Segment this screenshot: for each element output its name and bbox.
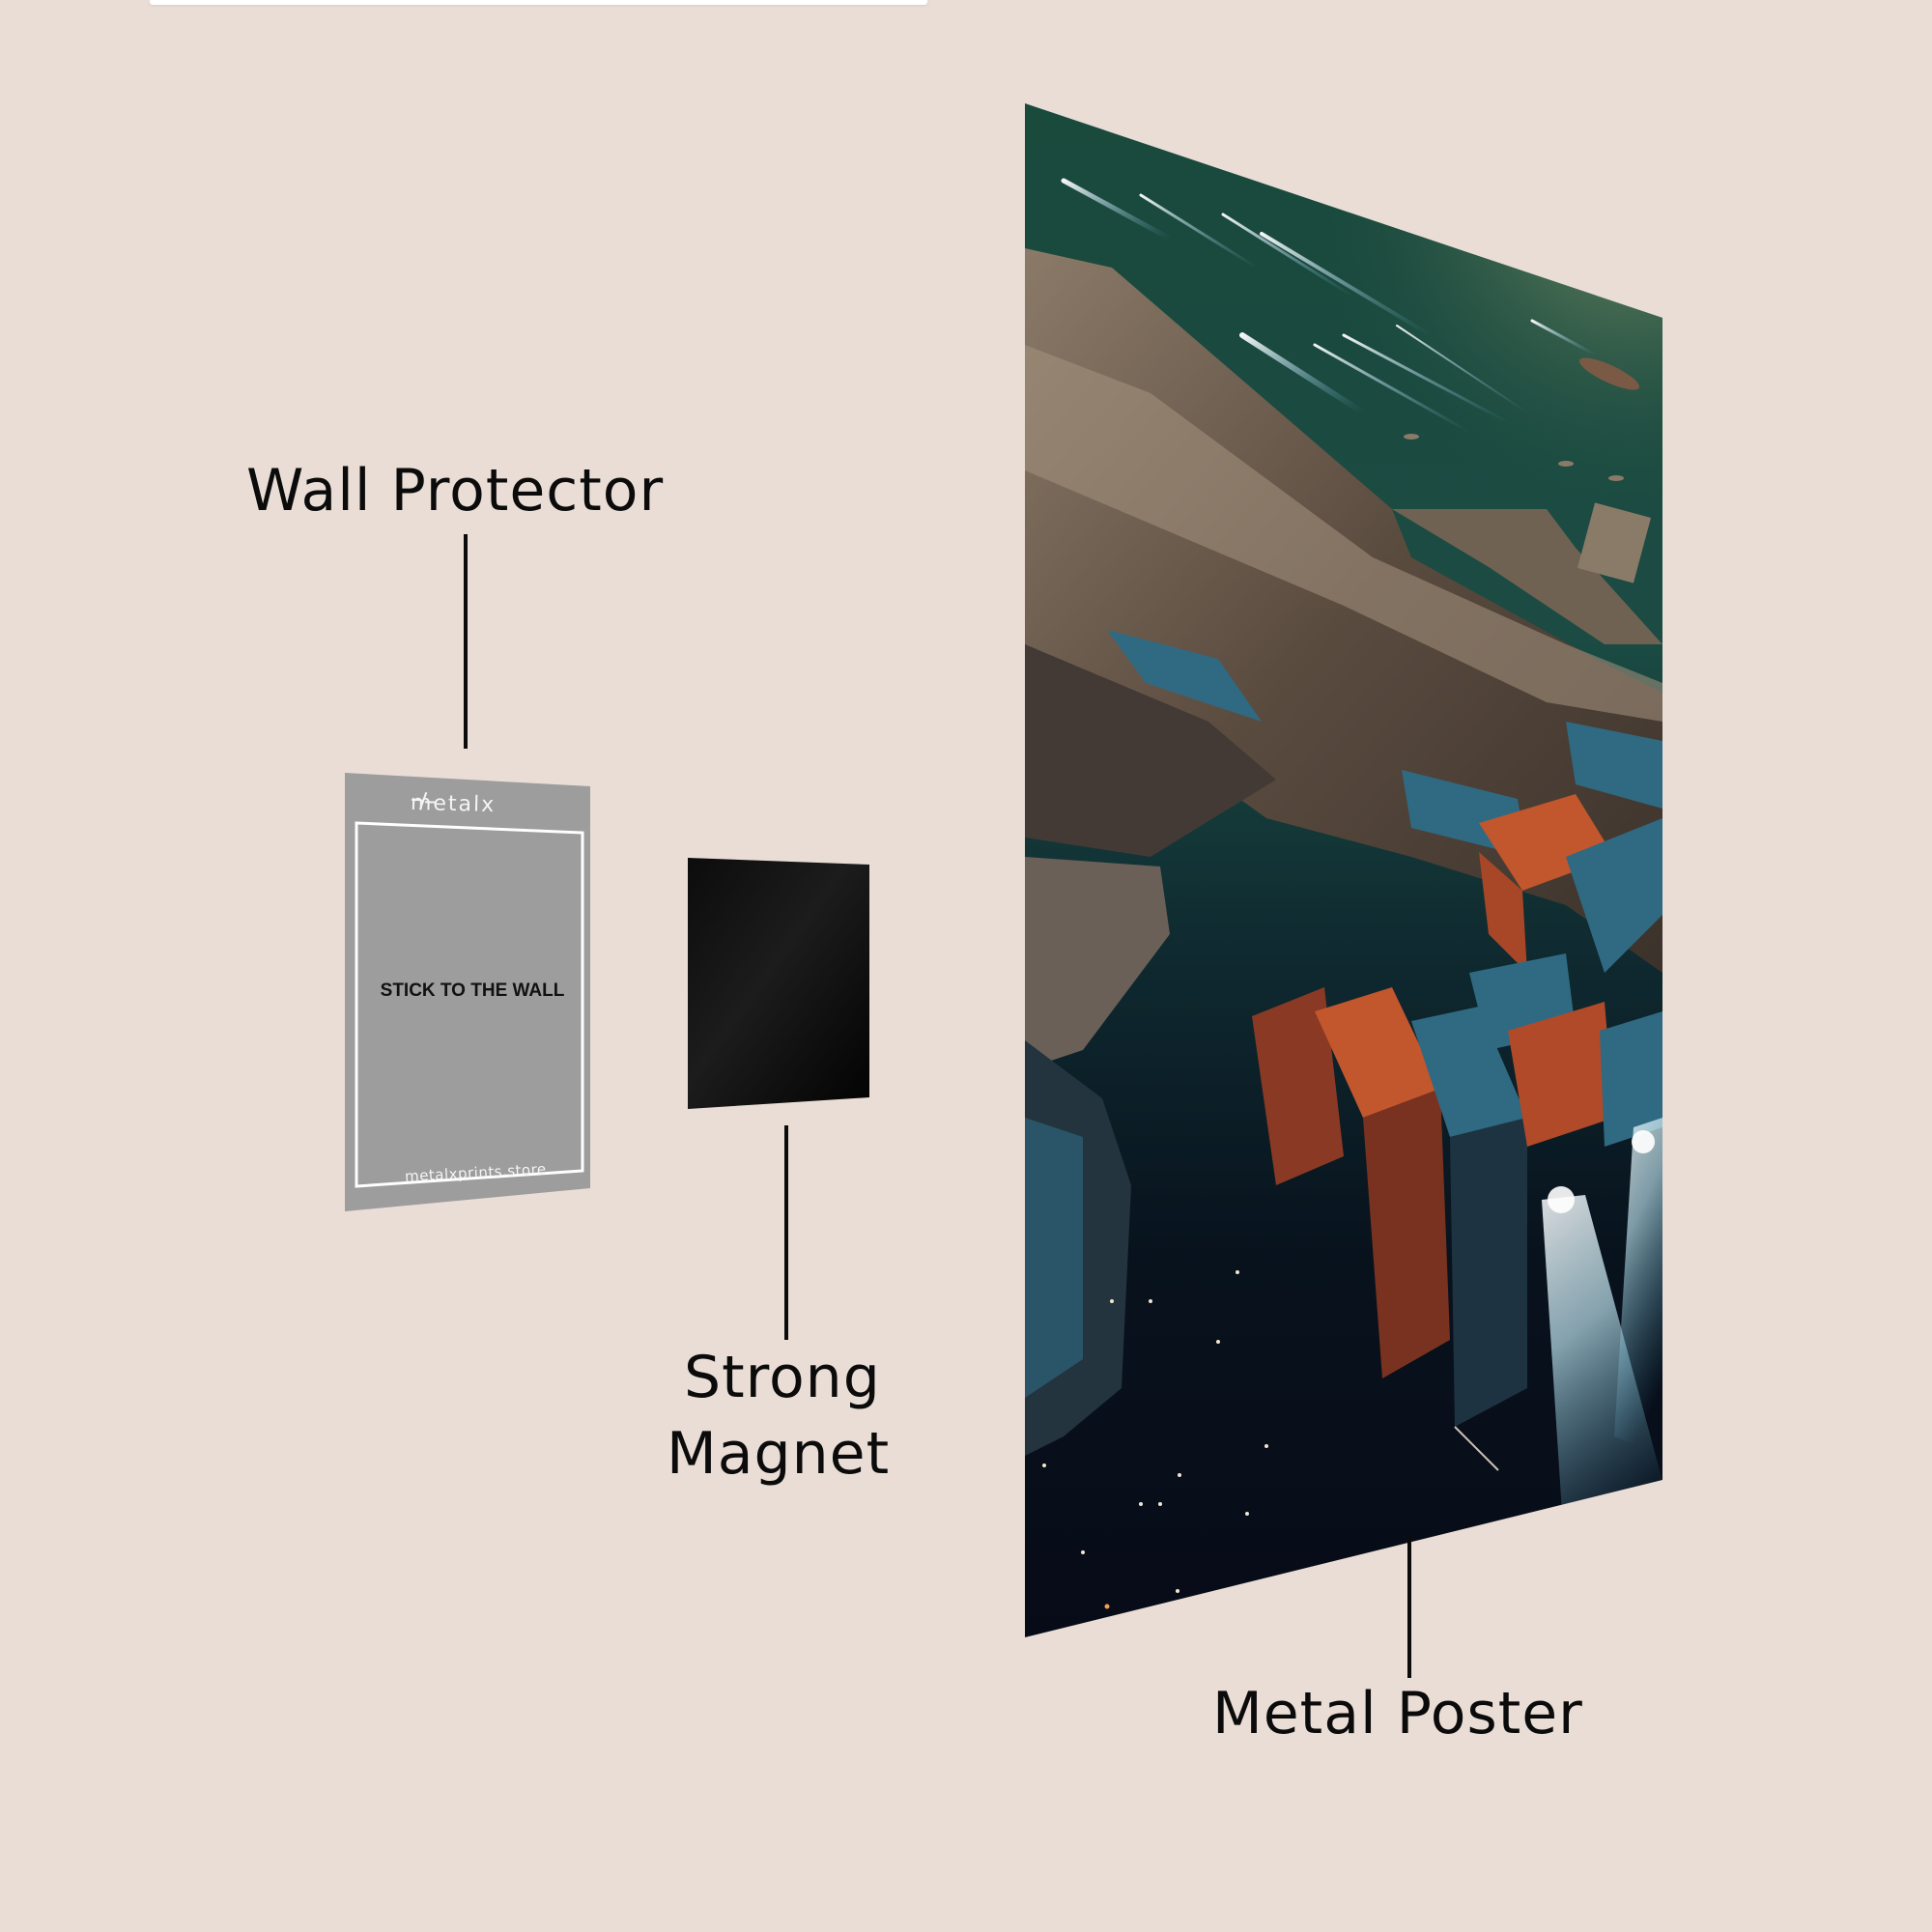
top-edge-strip [150,0,927,5]
wall-protector-shape [345,773,590,1211]
strong-magnet-label-line2: Magnet [667,1420,891,1488]
metal-poster-leader-line [1407,1536,1411,1678]
strong-magnet-leader-line [784,1125,788,1340]
metal-poster-artwork [1025,103,1662,1637]
metal-poster-label: Metal Poster [1212,1680,1583,1747]
wall-protector-leader-line [464,534,468,749]
metalx-logo-icon [412,791,436,810]
wall-protector-label: Wall Protector [246,457,665,525]
strong-magnet-plate [688,858,869,1109]
strong-magnet-label-line1: Strong [684,1344,881,1411]
brand-logo: metalx [411,791,497,817]
wall-protector-card: metalx STICK TO THE WALL metalxprints.st… [345,773,590,1211]
stick-instruction: STICK TO THE WALL [380,980,565,1001]
